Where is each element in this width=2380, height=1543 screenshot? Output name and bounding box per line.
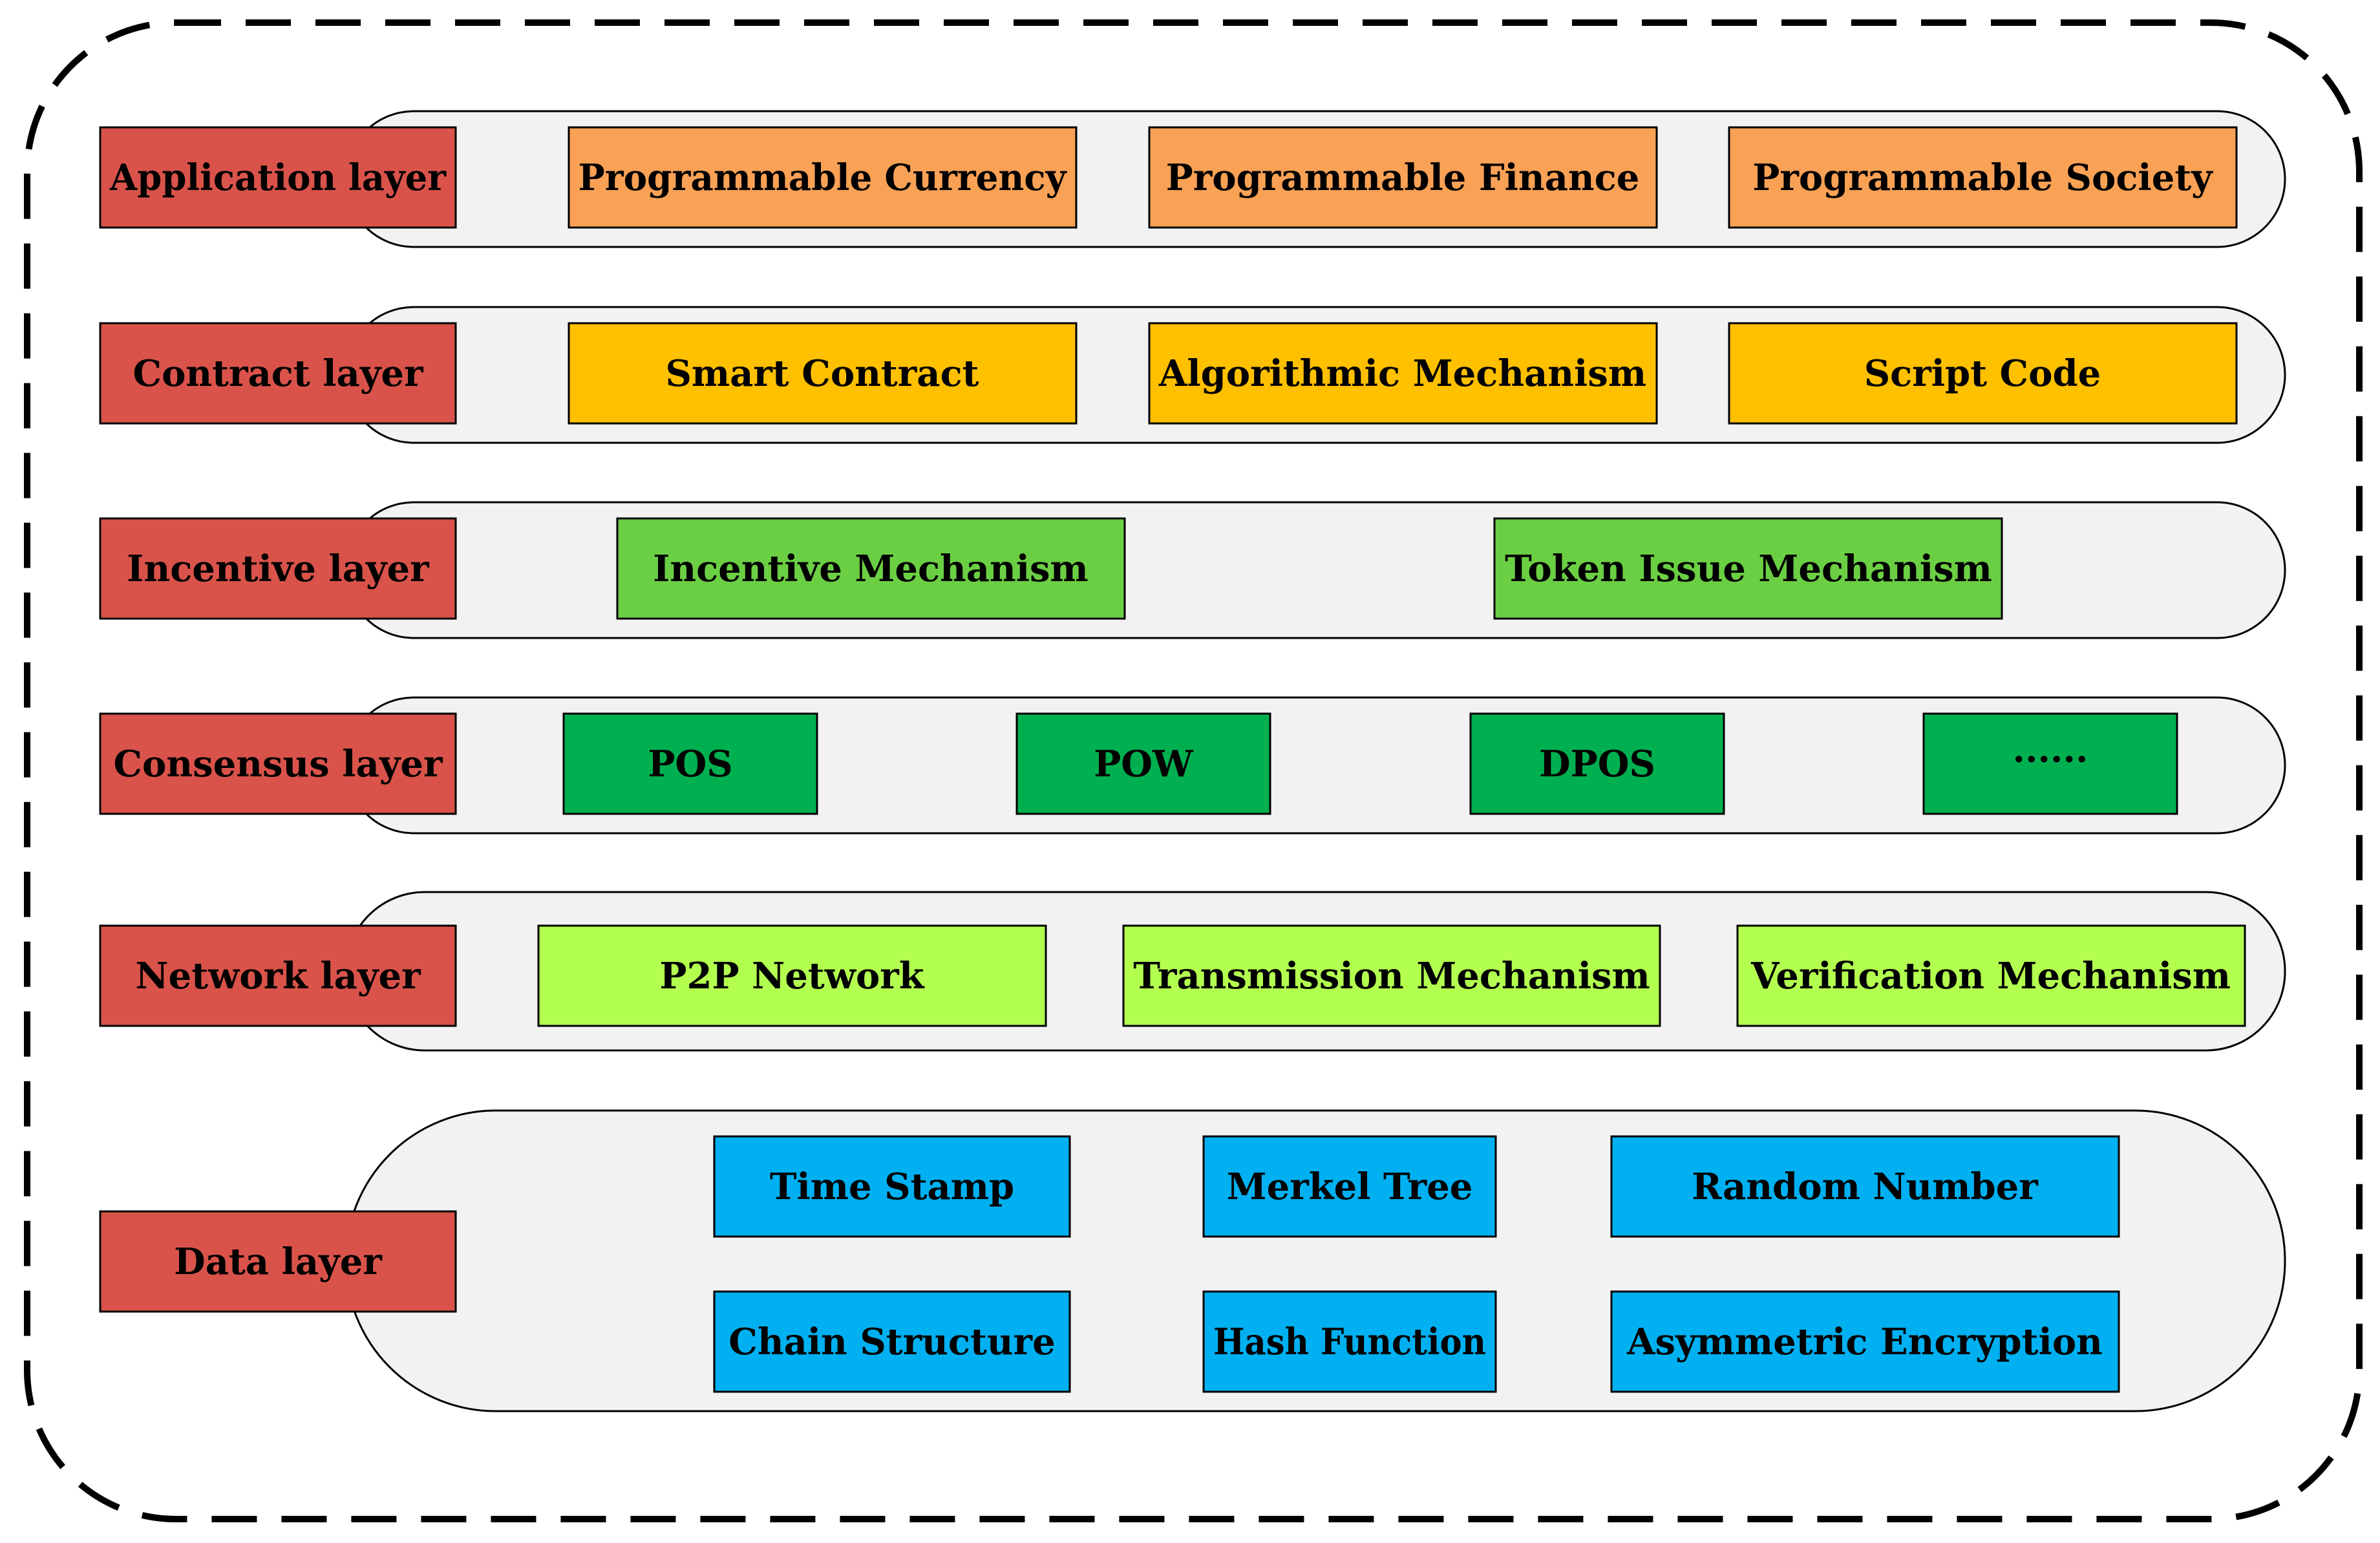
consensus-layer-label: Consensus layer — [113, 743, 443, 785]
p2p-network-box — [537, 924, 1047, 1027]
incentive-layer-row: Incentive layer Incentive Mechanism Toke… — [99, 501, 2286, 639]
programmable-currency-label: Programmable Currency — [579, 156, 1067, 199]
transmission-mechanism-box — [1122, 924, 1661, 1027]
pow-label: POW — [1094, 743, 1194, 785]
application-layer-label-box — [99, 126, 457, 229]
data-layer-label-box — [99, 1210, 457, 1313]
application-layer-row: Application layer Programmable Currency … — [99, 110, 2286, 248]
algorithmic-mechanism-label: Algorithmic Mechanism — [1158, 352, 1646, 395]
transmission-mechanism-label: Transmission Mechanism — [1133, 955, 1650, 997]
verification-mechanism-label: Verification Mechanism — [1750, 955, 2231, 997]
data-layer-row: Data layer Time Stamp Merkel Tree Random… — [99, 1109, 2286, 1412]
random-number-label: Random Number — [1692, 1165, 2039, 1208]
contract-layer-row: Contract layer Smart Contract Algorithmi… — [99, 306, 2286, 444]
random-number-box — [1610, 1135, 2120, 1238]
data-layer-label: Data layer — [174, 1240, 383, 1283]
more-consensus-box — [1922, 712, 2178, 815]
application-layer-label: Application layer — [109, 156, 447, 199]
contract-layer-label-box — [99, 322, 457, 425]
contract-layer-label: Contract layer — [133, 352, 424, 395]
network-layer-label: Network layer — [135, 955, 421, 997]
algorithmic-mechanism-box — [1148, 322, 1658, 425]
pos-label: POS — [648, 743, 732, 785]
consensus-layer-row: Consensus layer POS POW DPOS ······ — [99, 696, 2286, 835]
smart-contract-box — [568, 322, 1078, 425]
incentive-layer-label-box — [99, 517, 457, 620]
outer-dashed-container — [24, 19, 2363, 1522]
incentive-layer-label: Incentive layer — [127, 548, 430, 590]
programmable-finance-box — [1148, 126, 1658, 229]
smart-contract-label: Smart Contract — [665, 352, 979, 395]
chain-structure-label: Chain Structure — [728, 1321, 1055, 1363]
pos-box — [562, 712, 818, 815]
network-layer-row: Network layer P2P Network Transmission M… — [99, 891, 2286, 1052]
chain-structure-box — [713, 1290, 1071, 1393]
asymmetric-encryption-box — [1610, 1290, 2120, 1393]
time-stamp-box — [713, 1135, 1071, 1238]
script-code-label: Script Code — [1864, 352, 2101, 395]
incentive-mechanism-box — [616, 517, 1126, 620]
programmable-currency-box — [568, 126, 1078, 229]
merkel-tree-label: Merkel Tree — [1227, 1165, 1473, 1208]
programmable-society-label: Programmable Society — [1752, 156, 2213, 199]
token-issue-mechanism-box — [1493, 517, 2003, 620]
dpos-label: DPOS — [1539, 743, 1655, 785]
more-consensus-label: ······ — [2013, 738, 2088, 781]
verification-mechanism-box — [1736, 924, 2246, 1027]
merkel-tree-box — [1202, 1135, 1497, 1238]
network-layer-label-box — [99, 924, 457, 1027]
p2p-network-label: P2P Network — [659, 955, 924, 997]
hash-function-box — [1202, 1290, 1497, 1393]
programmable-finance-label: Programmable Finance — [1166, 156, 1640, 199]
consensus-layer-label-box — [99, 712, 457, 815]
asymmetric-encryption-label: Asymmetric Encryption — [1626, 1321, 2103, 1363]
programmable-society-box — [1728, 126, 2238, 229]
token-issue-mechanism-label: Token Issue Mechanism — [1505, 548, 1992, 590]
time-stamp-label: Time Stamp — [770, 1165, 1014, 1208]
script-code-box — [1728, 322, 2238, 425]
hash-function-label: Hash Function — [1213, 1321, 1486, 1363]
pow-box — [1015, 712, 1271, 815]
dpos-box — [1469, 712, 1725, 815]
incentive-mechanism-label: Incentive Mechanism — [653, 548, 1089, 590]
